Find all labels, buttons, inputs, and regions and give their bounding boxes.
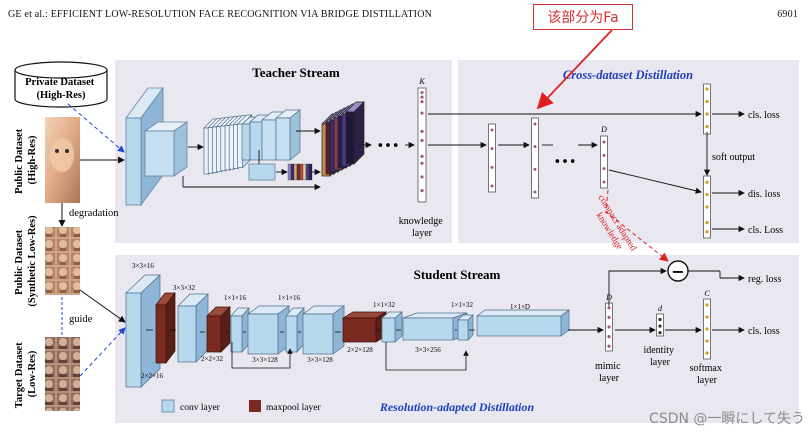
student-conv1 (125, 292, 142, 388)
teacher-branch-conv (248, 163, 276, 181)
dim-c1x1c: 1×1×32 (373, 301, 395, 309)
annotation-box: 该部分为Fa (533, 4, 633, 30)
identity-layer-column (656, 313, 664, 337)
legend-maxpool-label: maxpool layer (266, 403, 321, 413)
synthetic-lowres-image-grid (45, 227, 80, 295)
private-dataset-label: Private Dataset (High-Res) (25, 77, 97, 101)
dim-c1x1a: 1×1×16 (224, 294, 246, 302)
target-dataset-label: Target Dataset (Low-Res) (14, 340, 38, 408)
cross-distillation-layers (488, 117, 608, 199)
teacher-stream-title: Teacher Stream (252, 65, 340, 80)
student-pool2 (206, 315, 222, 353)
private-to-teacher-arrow (67, 103, 125, 153)
dim-conv1: 3×3×16 (132, 262, 154, 270)
watermark: CSDN @一瞬にして失う (649, 411, 805, 427)
dim-pool2: 2×2×32 (201, 355, 223, 363)
cross-d-dim: D (600, 125, 607, 134)
teacher-conv-stack (203, 109, 301, 175)
student-conv-3x3a (247, 313, 279, 355)
student-conv-3x3c (402, 317, 454, 341)
cross-distillation-title: Cross-dataset Distillation (563, 68, 693, 82)
student-cls-loss-label: cls. loss (748, 326, 780, 337)
resolution-adapted-title: Resolution-adapted Distillation (379, 400, 535, 414)
legend-conv-label: conv layer (180, 403, 221, 413)
teacher-ellipsis: ••• (376, 139, 399, 154)
private-dataset-cylinder: Private Dataset (High-Res) (14, 61, 108, 108)
student-stream-title: Student Stream (414, 267, 501, 282)
teacher-deep-feature-maps (321, 101, 365, 177)
public-synthetic-label: Public Dataset (Synthetic Low-Res) (14, 215, 38, 307)
knowledge-layer-column (417, 87, 427, 203)
knowledge-layer-dim: K (418, 77, 425, 86)
dim-c1x1d: 1×1×32 (451, 301, 473, 309)
student-pool1 (155, 304, 167, 364)
minus-sign: − (671, 262, 684, 281)
dim-pool1: 2×2×16 (141, 372, 163, 380)
student-dimension-labels: 3×3×16 2×2×16 3×3×32 2×2×32 1×1×16 3×3×128 1×1… (132, 262, 530, 380)
identity-layer-label: identity layer (643, 345, 676, 368)
synthetic-to-student-arrow (79, 289, 126, 323)
cross-ellipsis: ••• (553, 155, 576, 170)
degradation-label: degradation (69, 208, 119, 219)
student-conv-1x1a (230, 315, 243, 353)
dim-c3x3b: 3×3×128 (307, 356, 333, 364)
softmax-layer-column (703, 298, 711, 360)
dim-conv2: 3×3×32 (173, 284, 195, 292)
dim-c1x1D: 1×1×D (510, 303, 530, 311)
teacher-softmax-column (703, 83, 711, 135)
student-conv-3x3b (302, 313, 334, 355)
mimic-layer-column (605, 302, 613, 352)
softmax-layer-label: softmax layer (690, 363, 725, 386)
running-header: GE et al.: EFFICIENT LOW-RESOLUTION FACE… (8, 9, 433, 20)
guide-label: guide (69, 314, 93, 325)
knowledge-layer-label: knowledge layer (399, 216, 445, 239)
public-highres-label: Public Dataset (High-Res) (14, 126, 38, 194)
mimic-layer-label: mimic layer (595, 361, 623, 384)
softmax-dim: C (704, 289, 710, 298)
dim-c3x3a: 3×3×128 (252, 356, 278, 364)
soft-output-label: soft output (712, 152, 755, 163)
student-conv-1x1c (381, 317, 396, 343)
annotation-arrow (536, 29, 613, 110)
student-conv2 (177, 305, 197, 363)
dis-loss-label: dis. loss (748, 189, 780, 200)
dim-c1x1b: 1×1×16 (278, 294, 300, 302)
legend-maxpool-swatch (249, 400, 261, 412)
dim-pool3: 2×2×128 (347, 346, 373, 354)
cls-Loss-label: cls. Loss (748, 225, 783, 236)
dim-c3x3c: 3×3×256 (415, 346, 441, 354)
legend-conv-swatch (161, 399, 175, 413)
page-number: 6901 (777, 9, 798, 20)
cross-distillation-panel (458, 60, 799, 243)
student-layers (125, 274, 571, 388)
target-lowres-image-grid (45, 337, 80, 411)
student-conv-1x1b (285, 315, 298, 353)
identity-dim: d (658, 304, 663, 313)
student-conv-1x1D (476, 315, 562, 337)
student-softmax-column (703, 175, 711, 239)
compact-knowledge-arrow (605, 189, 669, 262)
teacher-conv-block-1 (125, 117, 142, 206)
target-to-student-arrow (79, 327, 126, 377)
cross-cls-loss-top: cls. loss (748, 110, 780, 121)
student-pool3 (342, 317, 377, 343)
teacher-conv-block-2 (144, 130, 175, 177)
reg-loss-label: reg. loss (748, 274, 781, 285)
student-conv-1x1d (457, 319, 469, 341)
